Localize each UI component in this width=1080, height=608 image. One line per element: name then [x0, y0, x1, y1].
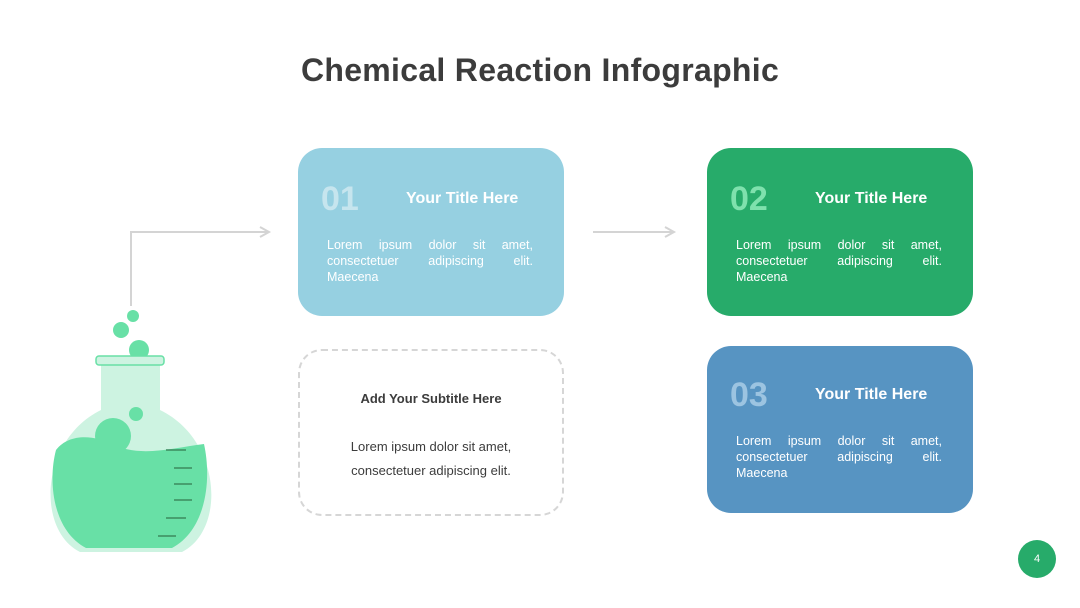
subtitle-heading: Add Your Subtitle Here	[360, 391, 502, 406]
step-title: Your Title Here	[815, 386, 928, 403]
step-description: Lorem ipsum dolor sit amet, consectetuer…	[736, 434, 942, 480]
step-number: 02	[730, 180, 768, 218]
flask-icon	[50, 355, 212, 552]
step-card-3: 03 Your Title Here Lorem ipsum dolor sit…	[707, 346, 973, 513]
step-card-2: 02 Your Title Here Lorem ipsum dolor sit…	[707, 148, 973, 316]
subtitle-text-line: Lorem ipsum dolor sit amet,	[350, 439, 512, 454]
page-number-badge: 4	[1018, 540, 1056, 578]
step-title: Your Title Here	[406, 190, 519, 207]
bubbles-icon	[113, 310, 149, 360]
step-description: Lorem ipsum dolor sit amet, consectetuer…	[736, 238, 942, 284]
subtitle-text-line: consectetuer adipiscing elit.	[351, 463, 511, 478]
step-title: Your Title Here	[815, 190, 928, 207]
step-card-1: 01 Your Title Here Lorem ipsum dolor sit…	[298, 148, 564, 316]
arrow-right-icon	[593, 226, 677, 238]
step-number: 01	[321, 180, 359, 218]
slide-title: Chemical Reaction Infographic	[300, 52, 780, 88]
step-description: Lorem ipsum dolor sit amet, consectetuer…	[327, 238, 533, 284]
subtitle-text: Lorem ipsum dolor sit amet, consectetuer…	[300, 435, 562, 483]
connector-arrow-1	[130, 226, 272, 306]
step-number: 03	[730, 376, 768, 414]
subtitle-box: Add Your Subtitle Here Lorem ipsum dolor…	[298, 349, 564, 516]
